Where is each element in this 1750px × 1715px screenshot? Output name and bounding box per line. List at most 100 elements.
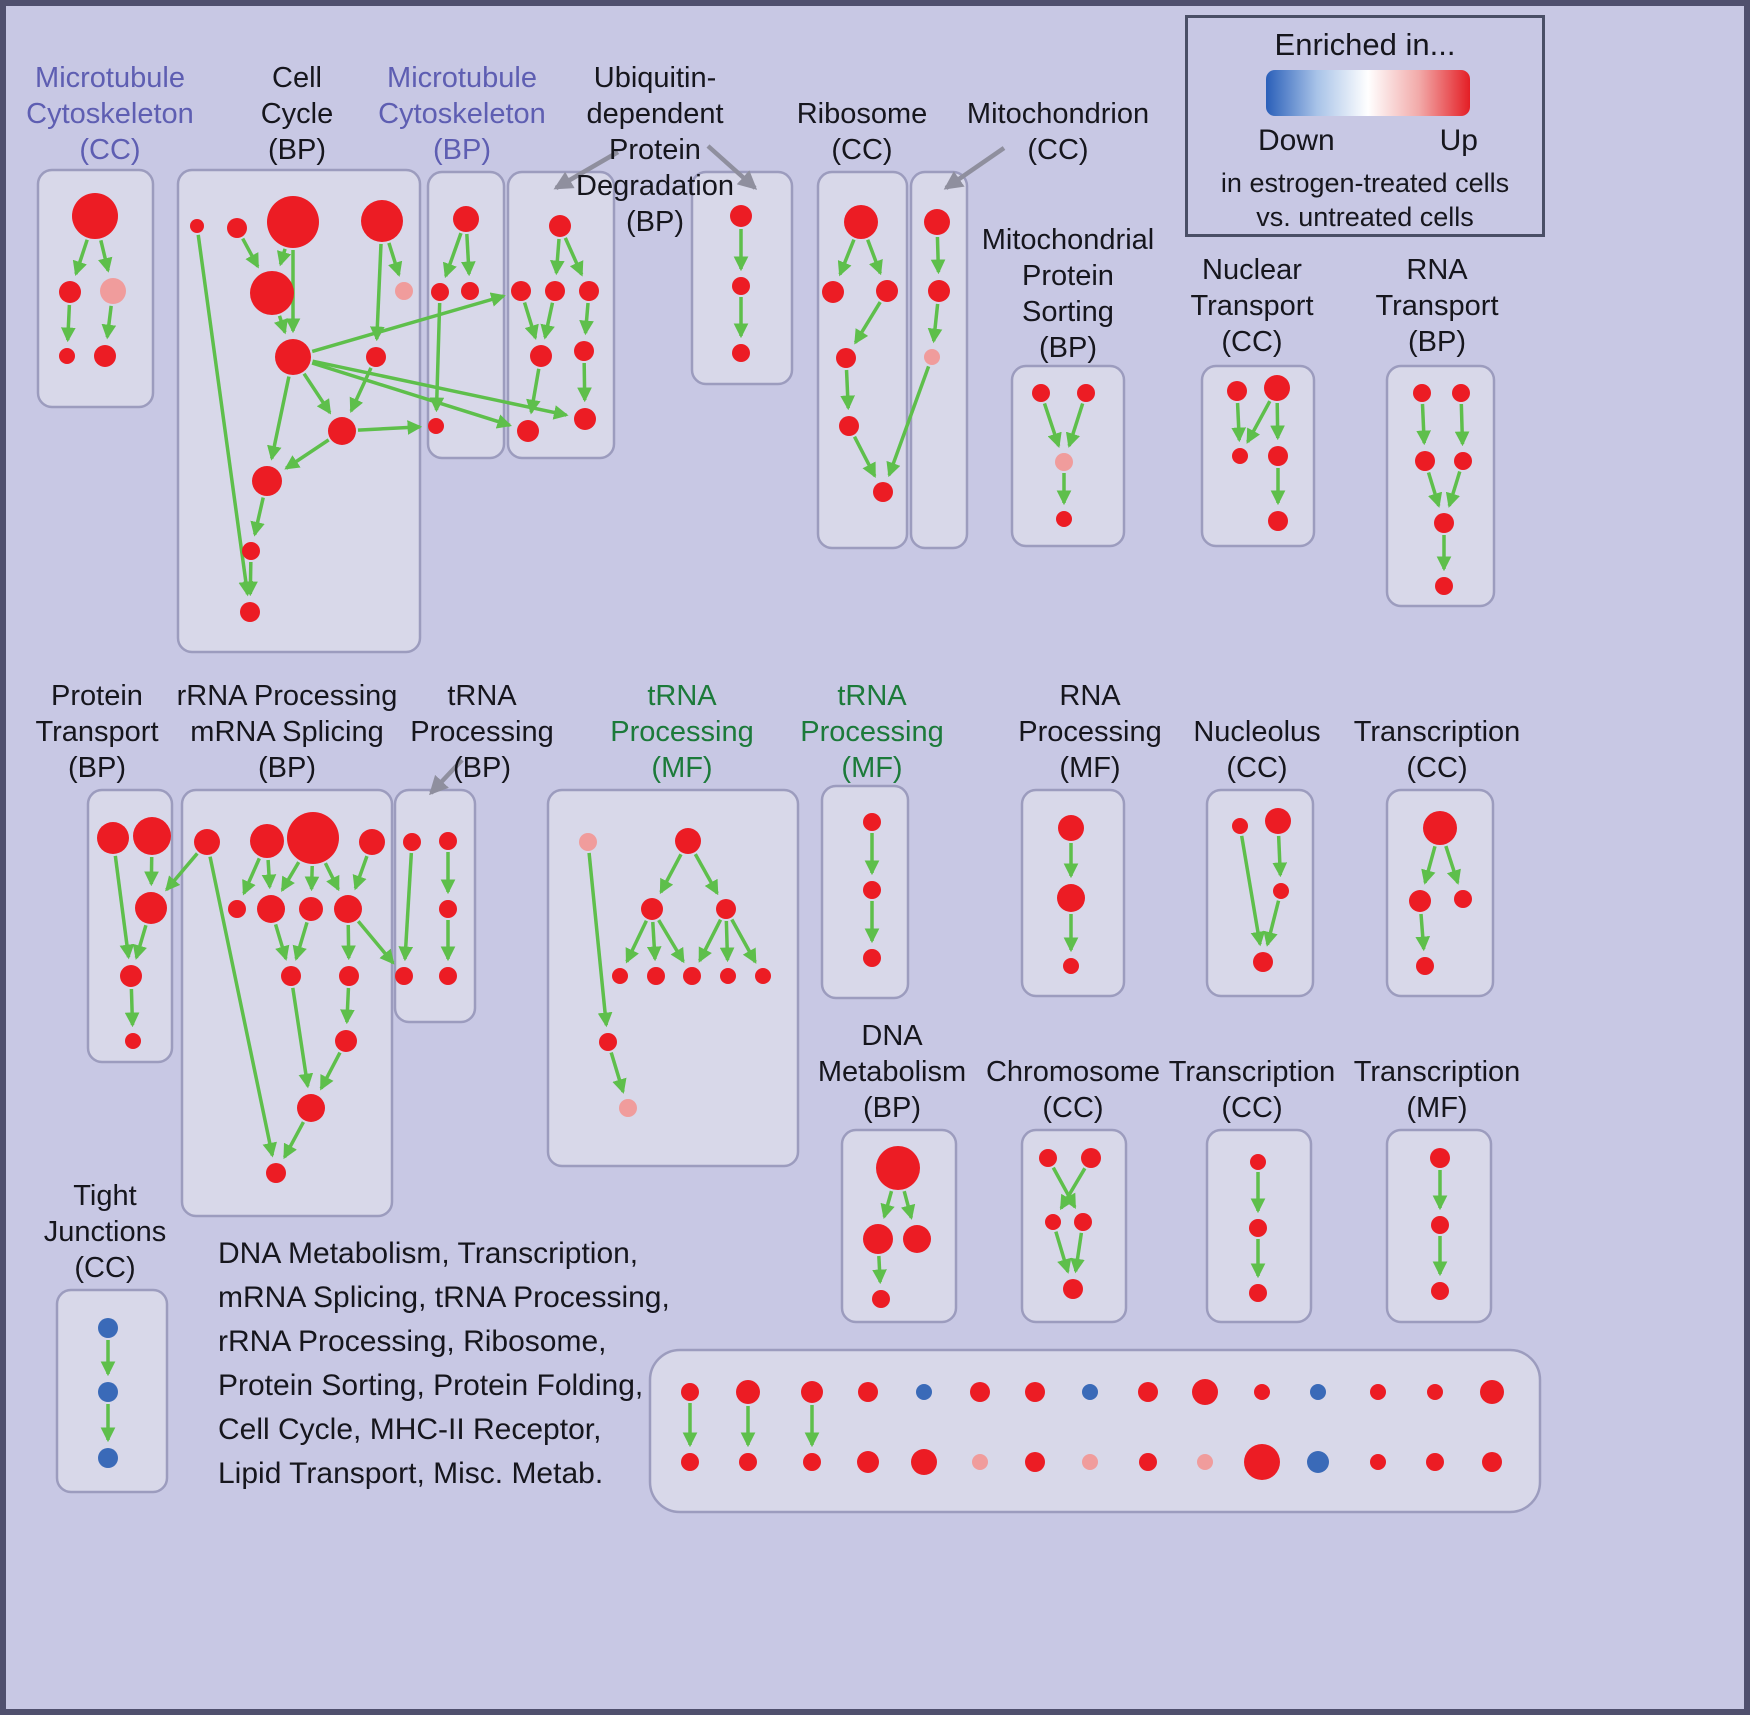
go-term-node: [720, 968, 736, 984]
edge-arrow: [1421, 845, 1437, 885]
edge-arrow: [840, 369, 855, 411]
edge-arrow: [587, 852, 613, 1028]
go-term-node: [1426, 1453, 1444, 1471]
go-term-node: [359, 829, 385, 855]
go-term-node: [1025, 1452, 1045, 1472]
go-term-node: [574, 341, 594, 361]
label-pointer-arrow: [706, 144, 758, 190]
edge-arrow: [274, 315, 288, 335]
group-box-mixed-metabolism: [648, 1348, 1542, 1514]
go-term-node: [366, 347, 386, 367]
edge-arrow: [1042, 402, 1062, 448]
group-box-trna-processing-mf-1: [546, 788, 800, 1168]
go-term-node: [1081, 1148, 1101, 1168]
edge-arrow: [698, 918, 723, 963]
go-term-node: [1032, 384, 1050, 402]
legend-subtitle-line2: vs. untreated cells: [1256, 202, 1474, 232]
group-box-microtubule-cytoskeleton-cc: [36, 168, 155, 409]
go-term-node: [335, 1030, 357, 1052]
go-term-node: [803, 1453, 821, 1471]
edge-arrow: [1444, 845, 1461, 885]
edge-arrow: [1270, 402, 1285, 441]
edge-arrow: [1416, 403, 1431, 446]
go-term-node: [517, 420, 539, 442]
go-term-node: [1244, 1444, 1280, 1480]
go-term-node: [1253, 952, 1273, 972]
go-term-node: [599, 1033, 617, 1051]
go-term-node: [1413, 384, 1431, 402]
go-term-node: [97, 822, 129, 854]
edge-arrow: [927, 303, 943, 344]
edge-arrow: [579, 302, 594, 336]
go-term-node: [675, 828, 701, 854]
go-term-node: [267, 196, 319, 248]
edge-arrow: [132, 924, 148, 960]
edge-arrow: [208, 856, 277, 1158]
go-term-node: [1055, 453, 1073, 471]
go-term-node: [125, 1033, 141, 1049]
edge-arrow: [349, 367, 373, 414]
go-term-node: [1435, 577, 1453, 595]
edge-arrow: [563, 237, 584, 277]
edge-arrow: [124, 988, 140, 1028]
edge-arrow: [284, 438, 330, 470]
go-term-node: [716, 899, 736, 919]
go-term-node: [1416, 957, 1434, 975]
go-term-node: [1434, 513, 1454, 533]
edge-arrow: [1426, 471, 1443, 508]
go-term-node: [924, 209, 950, 235]
go-term-node: [135, 892, 167, 924]
go-term-node: [120, 965, 142, 987]
edge-arrow: [1272, 835, 1288, 878]
go-term-node: [1139, 1453, 1157, 1471]
edge-arrow: [241, 237, 260, 269]
go-term-node: [328, 417, 356, 445]
go-term-node: [228, 900, 246, 918]
go-term-node: [1482, 1452, 1502, 1472]
go-term-node: [1431, 1216, 1449, 1234]
go-term-node: [1310, 1384, 1326, 1400]
go-term-node: [863, 881, 881, 899]
go-term-node: [395, 967, 413, 985]
go-term-node: [395, 282, 413, 300]
go-term-node: [1273, 883, 1289, 899]
go-term-node: [59, 348, 75, 364]
go-term-node: [1268, 446, 1288, 466]
edge-arrow: [261, 859, 277, 890]
go-term-node: [822, 281, 844, 303]
go-term-node: [730, 205, 752, 227]
edge-arrow: [1070, 1232, 1085, 1274]
group-box-nucleolus-cc: [1205, 788, 1315, 998]
go-term-node: [1423, 811, 1457, 845]
go-term-node: [100, 278, 126, 304]
legend-title: Enriched in...: [1274, 27, 1456, 62]
go-term-node: [334, 895, 362, 923]
go-term-node: [428, 418, 444, 434]
go-term-node: [98, 1382, 118, 1402]
go-term-node: [361, 200, 403, 242]
edge-arrow: [370, 243, 385, 342]
edge-arrow: [319, 1051, 342, 1091]
note-line: mRNA Splicing, tRNA Processing,: [218, 1281, 670, 1314]
edge-arrow: [1231, 402, 1247, 443]
go-term-node: [970, 1382, 990, 1402]
go-term-node: [928, 280, 950, 302]
go-term-node: [297, 1094, 325, 1122]
go-term-node: [1268, 511, 1288, 531]
edge-arrow: [852, 435, 877, 478]
go-term-node: [1249, 1284, 1267, 1302]
legend-box: Enriched in... Down Up in estrogen-treat…: [1185, 15, 1545, 237]
edge-arrow: [866, 239, 883, 276]
edge-arrow: [1246, 400, 1272, 444]
go-term-node: [1454, 452, 1472, 470]
go-term-node: [250, 271, 294, 315]
edge-arrow: [550, 238, 565, 276]
edge-arrow: [719, 920, 735, 963]
edge-arrow: [872, 1255, 887, 1285]
note-line: Protein Sorting, Protein Folding,: [218, 1369, 644, 1402]
go-term-node: [227, 218, 247, 238]
go-term-node: [1254, 1384, 1270, 1400]
edge-arrow: [657, 919, 685, 964]
go-term-node: [133, 817, 171, 855]
